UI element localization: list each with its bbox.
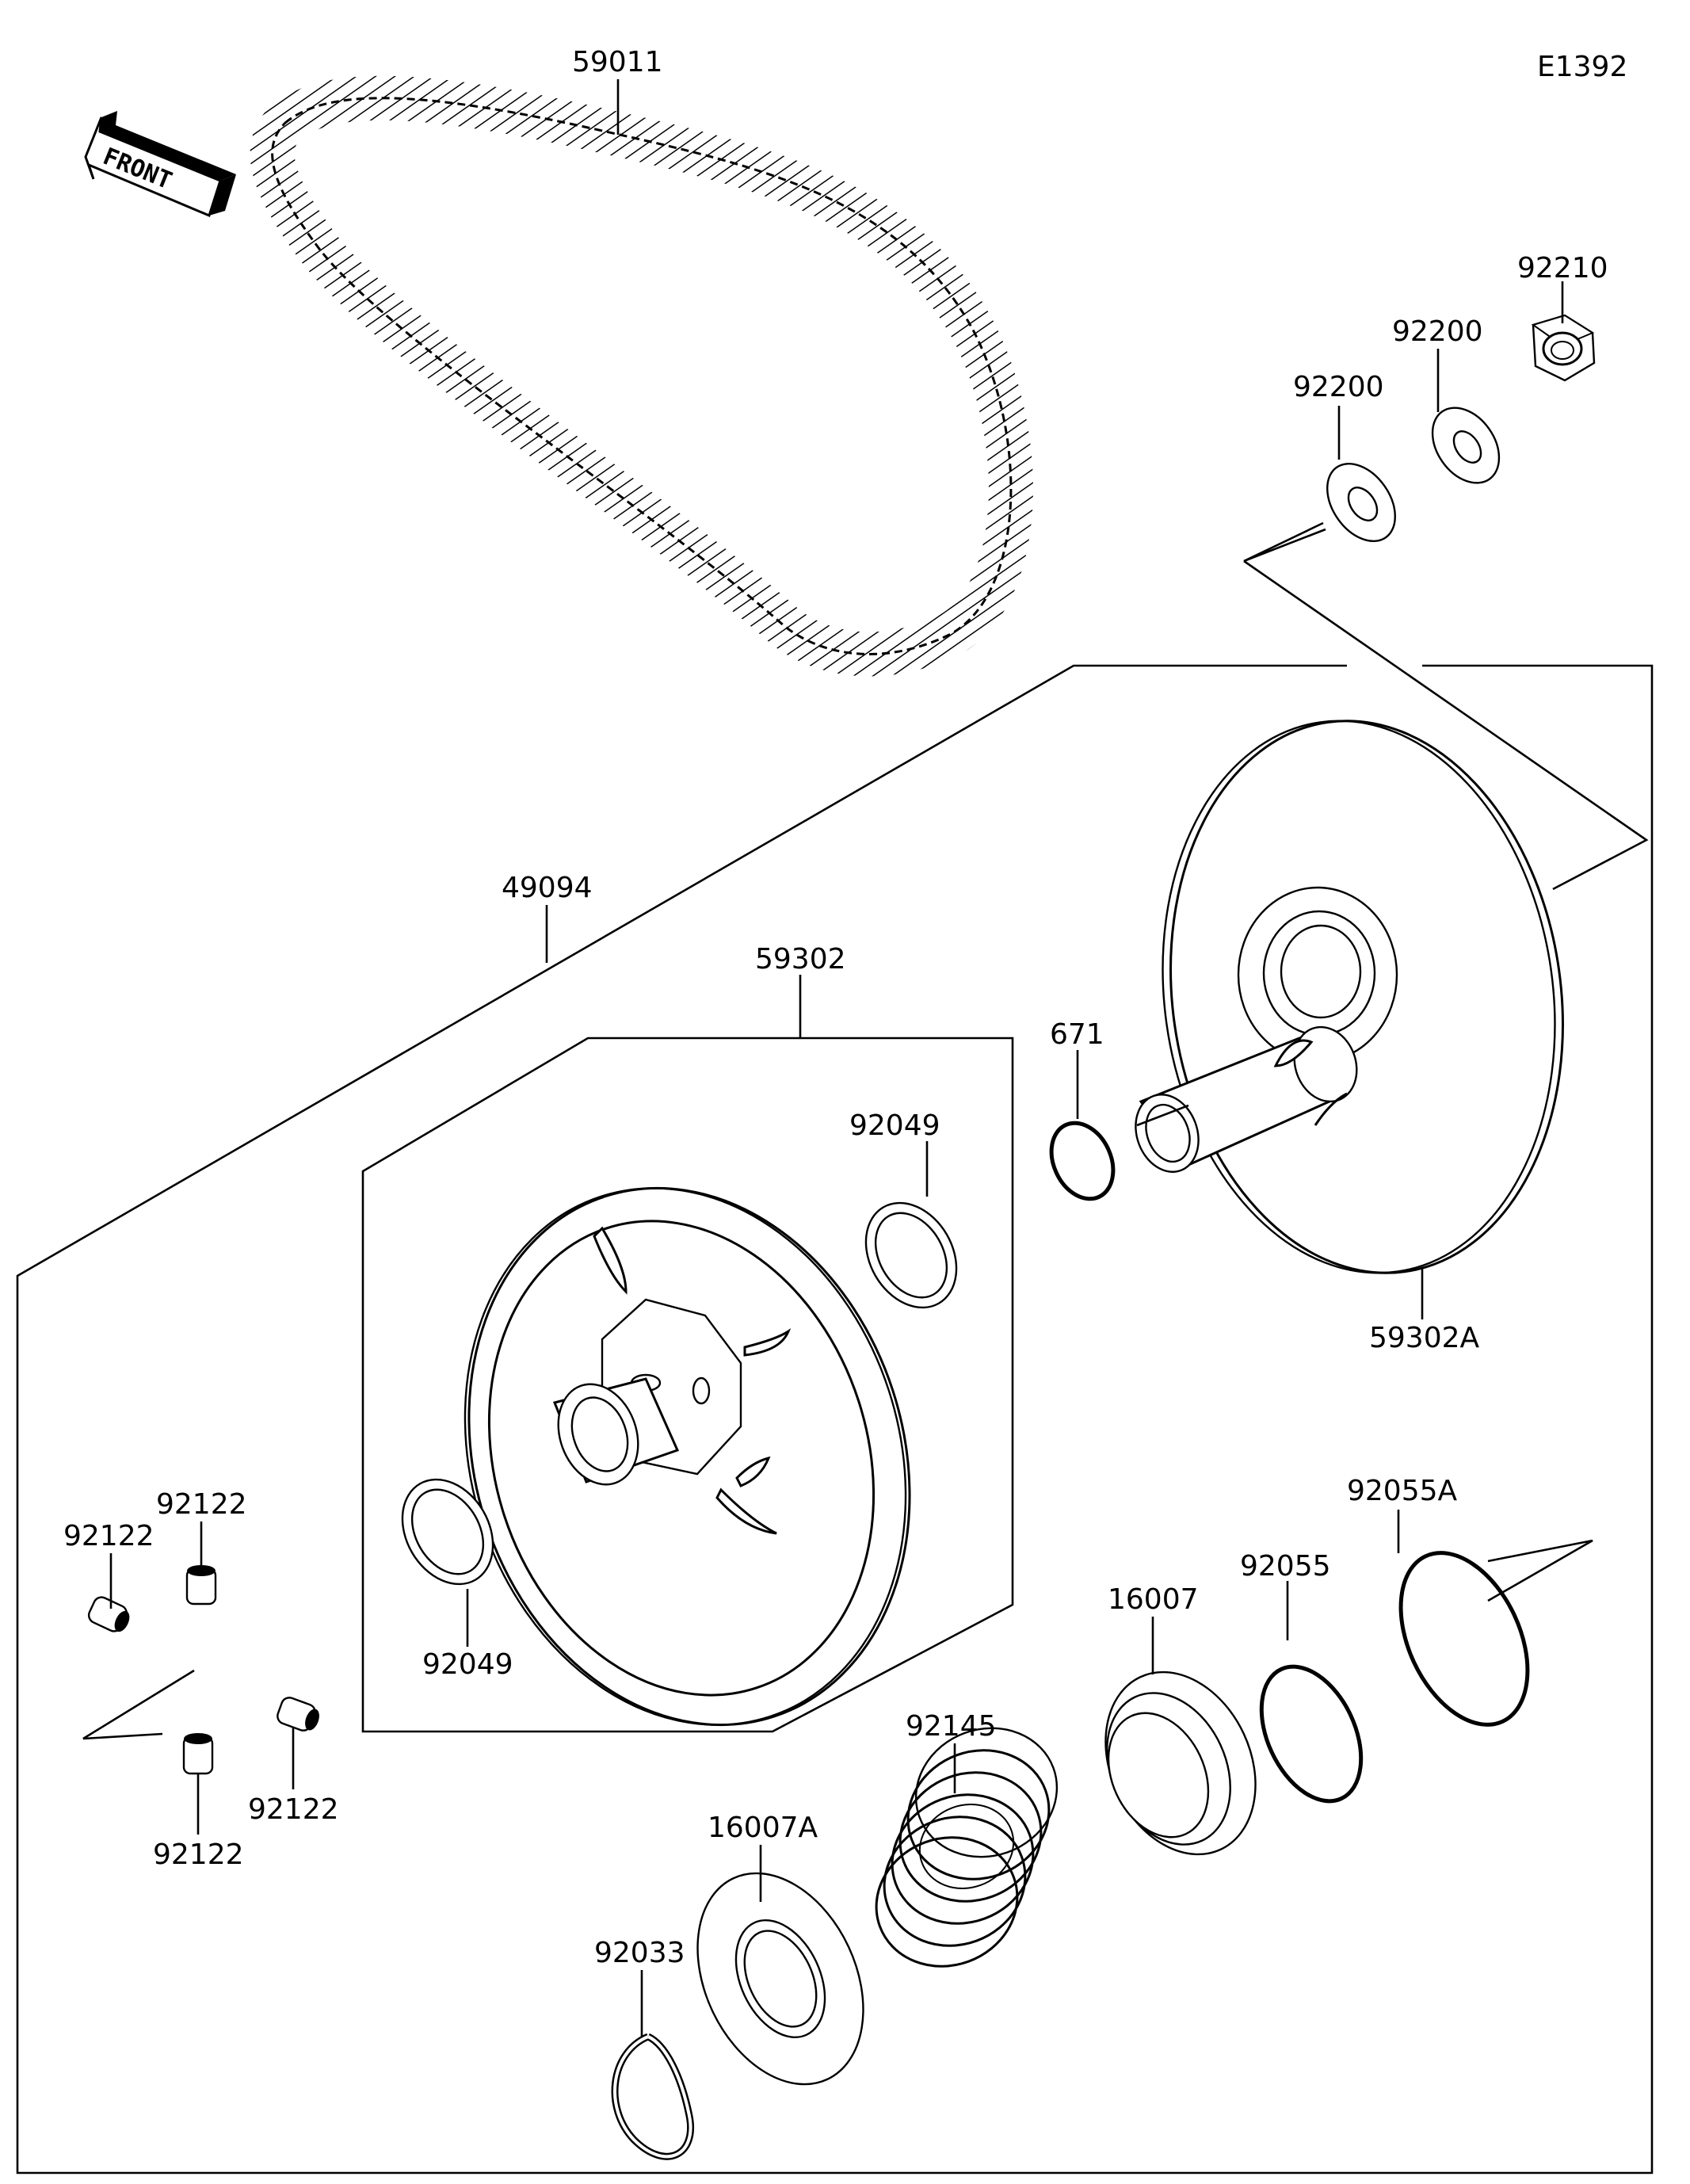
cam-16007	[1104, 1670, 1257, 1856]
washer-92200-b	[1431, 407, 1501, 484]
leader-lines	[109, 79, 1564, 2037]
callout-92055[interactable]: 92055	[1240, 1550, 1331, 1583]
callout-49094[interactable]: 49094	[502, 872, 593, 904]
callout-92049-a[interactable]: 92049	[849, 1109, 940, 1142]
spring-92145	[875, 1727, 1059, 1968]
fixed-sheave-59302A	[1135, 720, 1564, 1274]
callout-16007A[interactable]: 16007A	[708, 1812, 818, 1844]
movable-sheave	[464, 1186, 911, 1727]
circlip-92033	[611, 2033, 694, 2160]
movable-sheave-frame-59302	[361, 1037, 1014, 1733]
callout-92200-a[interactable]: 92200	[1293, 371, 1384, 403]
ring-92055	[1259, 1664, 1364, 1804]
washer-axis-bracket	[1243, 559, 1649, 891]
callout-92210[interactable]: 92210	[1517, 252, 1608, 284]
roller-92122-a	[87, 1596, 130, 1632]
spring-seat-16007A	[696, 1872, 864, 2086]
roller-92122-c	[182, 1733, 214, 1775]
assembly-frame-49094	[16, 664, 1654, 2174]
ring-axis-bracket	[1487, 1539, 1593, 1602]
ring-92055A	[1398, 1551, 1530, 1727]
callout-92200-b[interactable]: 92200	[1392, 315, 1483, 348]
pin-axis-bracket	[82, 1669, 195, 1740]
callout-59302A[interactable]: 59302A	[1369, 1322, 1480, 1354]
o-ring-671	[1049, 1121, 1116, 1201]
front-arrow-icon: FRONT	[84, 111, 236, 218]
callout-92122-a[interactable]: 92122	[63, 1520, 155, 1552]
nut-92210	[1531, 314, 1596, 382]
bushing-92049-b	[401, 1478, 494, 1586]
roller-92122-b	[185, 1565, 217, 1606]
callout-92122-c[interactable]: 92122	[153, 1838, 244, 1871]
washer-92200-a	[1326, 462, 1396, 543]
callout-92145[interactable]: 92145	[906, 1710, 997, 1743]
bushing-92049-a	[864, 1201, 958, 1309]
callout-59011[interactable]: 59011	[572, 46, 663, 78]
drive-belt	[250, 75, 1033, 677]
callout-59302[interactable]: 59302	[755, 943, 846, 976]
callout-92033[interactable]: 92033	[594, 1937, 685, 1969]
callout-16007[interactable]: 16007	[1108, 1583, 1199, 1616]
roller-92122-d	[277, 1697, 319, 1732]
callout-92122-d[interactable]: 92122	[248, 1793, 339, 1826]
callout-92055A[interactable]: 92055A	[1347, 1475, 1458, 1507]
diagram-id: E1392	[1537, 51, 1627, 83]
callout-92122-b[interactable]: 92122	[156, 1488, 247, 1521]
callout-671[interactable]: 671	[1050, 1018, 1104, 1051]
callout-92049-b[interactable]: 92049	[422, 1648, 513, 1681]
leader-washer-axis	[1243, 521, 1326, 563]
